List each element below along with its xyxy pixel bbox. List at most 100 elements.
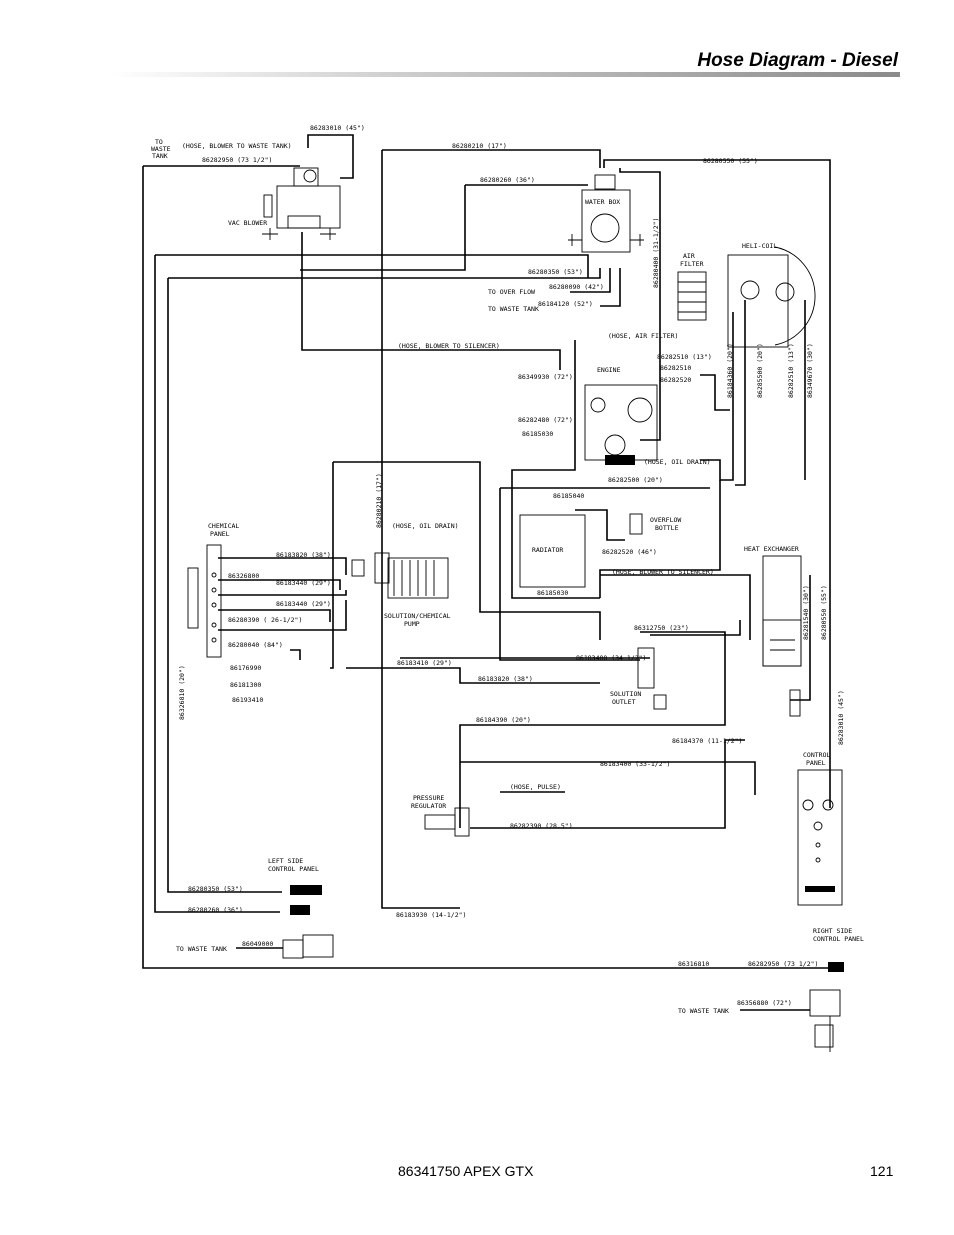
part-86183410-label: 86183410 (29") — [397, 659, 452, 667]
to-waste-tank-label-3: TANK — [152, 152, 168, 160]
part-86282520-46-label: 86282520 (46") — [602, 548, 657, 556]
part-86280400-label: 86280400 (31-1/2") — [652, 218, 660, 288]
to-waste-tank-label-1: TO — [155, 138, 163, 146]
chemical-panel: CHEMICAL PANEL — [187, 522, 239, 658]
right-side-control-panel: RIGHT SIDE CONTROL PANEL — [809, 927, 864, 1052]
part-86280350-label: 86280350 (53") — [528, 268, 583, 276]
solution-outlet-label-1: SOLUTION — [610, 690, 641, 698]
right-side-panel-label-2: CONTROL PANEL — [813, 935, 864, 943]
pump: SOLUTION/CHEMICAL PUMP — [351, 552, 451, 628]
part-86183400-33-label: 86183400 (33-1/2") — [600, 760, 670, 768]
part-86183440-29b-label: 86183440 (29") — [276, 600, 331, 608]
part-86183440-29a-label: 86183440 (29") — [276, 579, 331, 587]
part-86280350-53-label: 86280350 (53") — [188, 885, 243, 893]
to-over-flow-label: TO OVER FLOW — [488, 288, 535, 296]
part-86282390-label: 86282390 (28.5") — [510, 822, 573, 830]
part-86280210-label: 86280210 (17") — [452, 142, 507, 150]
part-86349930-label: 86349930 (72") — [518, 373, 573, 381]
page-title: Hose Diagram - Diesel — [697, 50, 898, 71]
hose-labels: TO WASTE TANK (HOSE, BLOWER TO WASTE TAN… — [151, 124, 845, 1015]
part-86184390-label: 86184390 (20") — [476, 716, 531, 724]
control-panel-label-1: CONTROL — [803, 751, 830, 759]
part-86282950-right-label: 86282950 (73 1/2") — [748, 960, 818, 968]
part-86183820-38-label: 86183820 (38") — [276, 551, 331, 559]
heat-exchanger: HEAT EXCHANGER — [744, 545, 802, 717]
pressure-regulator: PRESSURE REGULATOR — [411, 794, 470, 837]
chemical-panel-label-2: PANEL — [210, 530, 230, 538]
solution-outlet-label-2: OUTLET — [612, 698, 636, 706]
part-86282950-label: 86282950 (73 1/2") — [202, 156, 272, 164]
part-86183820-label: 86183820 (38") — [478, 675, 533, 683]
vac-blower: VAC BLOWER — [228, 167, 341, 240]
part-86326800-label: 86326800 — [228, 572, 259, 580]
footer-doc-number: 86341750 APEX GTX — [398, 1163, 534, 1179]
control-panel: CONTROL PANEL — [797, 751, 843, 906]
radiator-label: RADIATOR — [532, 546, 563, 554]
vac-blower-label: VAC BLOWER — [228, 219, 267, 227]
overflow-bottle-label-2: BOTTLE — [655, 524, 679, 532]
v-part-86184360-label: 86184360 (20") — [726, 343, 734, 398]
part-86049000-label: 86049000 — [242, 940, 273, 948]
chemical-panel-label-1: CHEMICAL — [208, 522, 239, 530]
hose-blower-silencer-label: (HOSE, BLOWER TO SILENCER) — [398, 342, 500, 350]
air-filter-label-1: AIR — [683, 252, 695, 260]
part-86312750-label: 86312750 (23") — [634, 624, 689, 632]
v-part-86283010-label: 86283010 (45") — [837, 690, 845, 745]
solution-outlet: SOLUTION OUTLET — [610, 647, 667, 710]
part-86282480-label: 86282480 (72") — [518, 416, 573, 424]
part-86316810-label: 86316810 — [678, 960, 709, 968]
control-panel-label-2: PANEL — [806, 759, 826, 767]
part-86193410-label: 86193410 — [232, 696, 263, 704]
to-waste-tank-right-label: TO WASTE TANK — [678, 1007, 729, 1015]
to-waste-tank-line-label: TO WASTE TANK — [488, 305, 539, 313]
heli-coil: HELI-COIL — [727, 242, 816, 348]
part-86184120-label: 86184120 (52") — [538, 300, 593, 308]
water-box-label: WATER BOX — [585, 198, 620, 206]
part-86280260-label: 86280260 (36") — [480, 176, 535, 184]
part-86176990-label: 86176990 — [230, 664, 261, 672]
engine: ENGINE — [584, 366, 658, 465]
radiator: RADIATOR — [519, 514, 586, 588]
v-part-86349670-label: 86349670 (30") — [806, 343, 814, 398]
part-86282500-label: 86282500 (20") — [608, 476, 663, 484]
water-box: WATER BOX — [568, 174, 644, 253]
v-part-86282510-label: 86282510 (13") — [787, 343, 795, 398]
part-86356880-label: 86356880 (72") — [737, 999, 792, 1007]
footer-page-number: 121 — [870, 1163, 894, 1179]
right-side-panel-label-1: RIGHT SIDE — [813, 927, 852, 935]
pump-label-2: PUMP — [404, 620, 420, 628]
part-86282510-13-label: 86282510 (13") — [657, 353, 712, 361]
part-86183930-label: 86183930 (14-1/2") — [396, 911, 466, 919]
part-86280550-label: 86280550 (55") — [703, 157, 758, 165]
air-filter-label-2: FILTER — [680, 260, 704, 268]
pump-label-1: SOLUTION/CHEMICAL — [384, 612, 451, 620]
left-side-panel-label-1: LEFT SIDE — [268, 857, 303, 865]
part-86280260-36-label: 86280260 (36") — [188, 906, 243, 914]
pressure-regulator-label-2: REGULATOR — [411, 802, 446, 810]
air-filter: AIR FILTER — [677, 252, 707, 321]
part-86280090-label: 86280090 (42") — [549, 283, 604, 291]
part-86181300-label: 86181300 — [230, 681, 261, 689]
v-part-86280210-label: 86280210 (17") — [375, 473, 383, 528]
left-side-panel-label-2: CONTROL PANEL — [268, 865, 319, 873]
pressure-regulator-label-1: PRESSURE — [413, 794, 444, 802]
part-86282520-label: 86282520 — [660, 376, 691, 384]
hose-air-filter-label: (HOSE, AIR FILTER) — [608, 332, 678, 340]
left-side-control-panel: LEFT SIDE CONTROL PANEL — [268, 857, 334, 959]
hose-lines — [142, 134, 840, 1011]
overflow-bottle: OVERFLOW BOTTLE — [629, 513, 681, 535]
part-86282510-label: 86282510 — [660, 364, 691, 372]
to-waste-tank-bottom-label: TO WASTE TANK — [176, 945, 227, 953]
part-86184370-label: 86184370 (11-1/2") — [672, 737, 742, 745]
part-86183400-34-label: 86183400 (34-1/2") — [576, 654, 646, 662]
v-part-86326810-label: 86326810 (20") — [178, 665, 186, 720]
part-86185040-label: 86185040 — [553, 492, 584, 500]
hose-blower-waste-label: (HOSE, BLOWER TO WASTE TANK) — [182, 142, 292, 150]
engine-label: ENGINE — [597, 366, 621, 374]
part-86283010-label: 86283010 (45") — [310, 124, 365, 132]
heli-coil-label: HELI-COIL — [742, 242, 777, 250]
v-part-86285500-label: 86285500 (20") — [756, 343, 764, 398]
hose-blower-silencer-2-label: (HOSE, BLOWER TO SILENCER) — [612, 568, 714, 576]
header-rule — [110, 72, 900, 77]
